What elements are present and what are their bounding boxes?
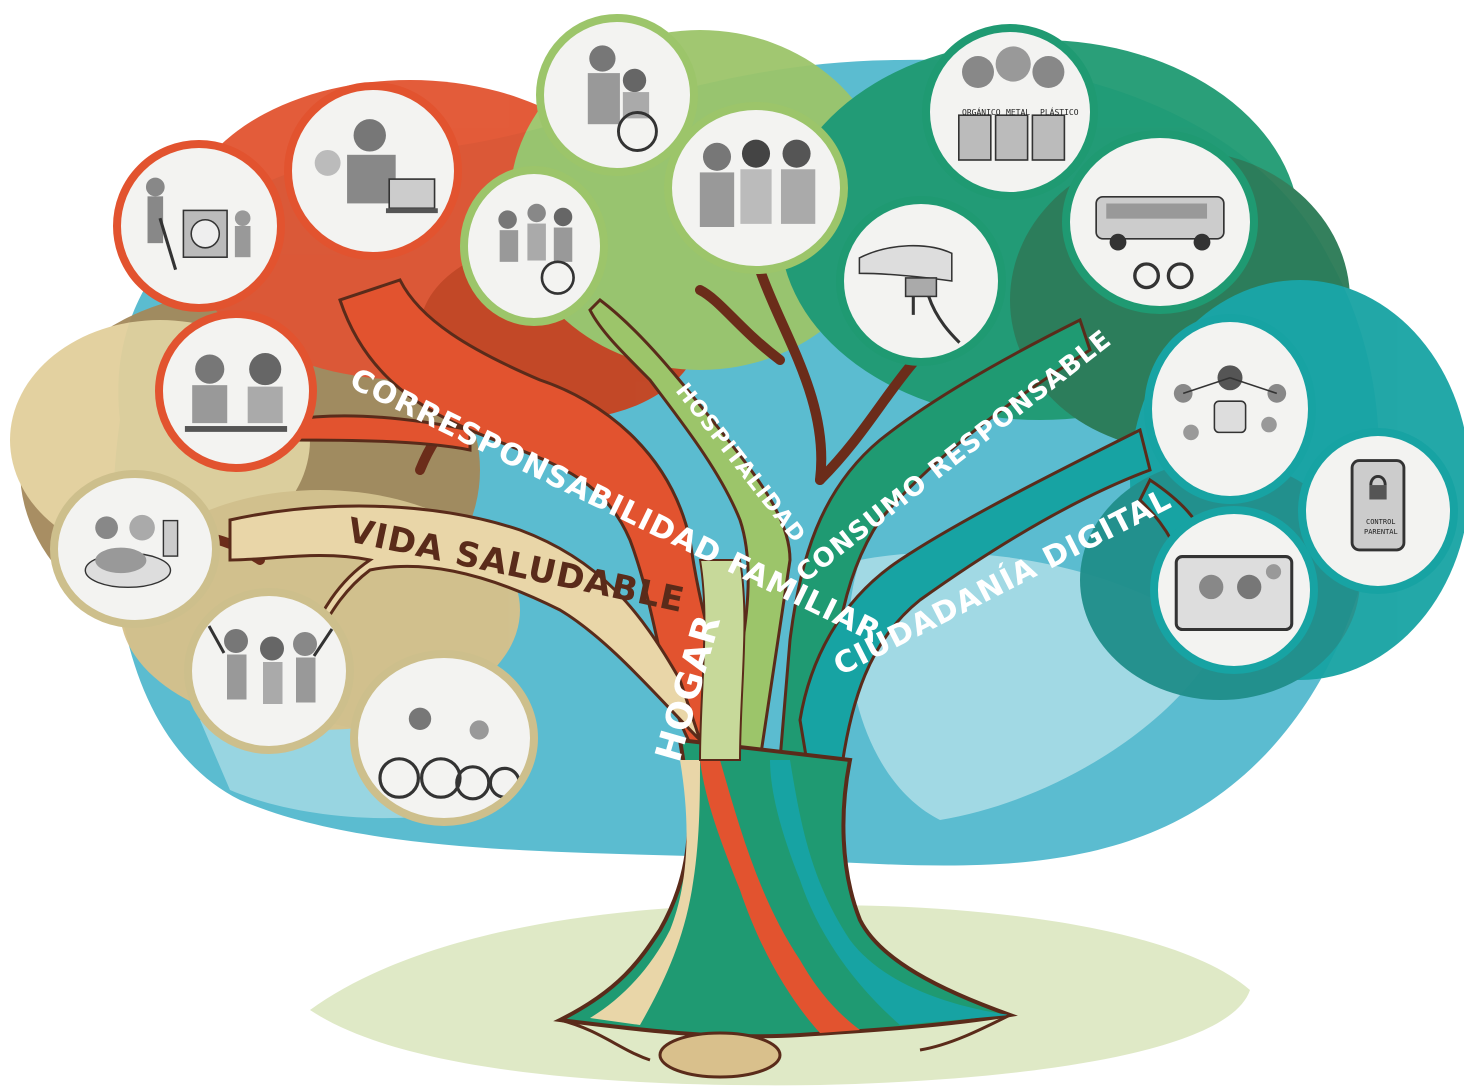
picture-recycling: ORGÁNICO METAL PLÁSTICO <box>922 24 1098 200</box>
exercise-group-icon <box>207 625 334 704</box>
phone-caption-line2: PARENTAL <box>1364 528 1398 536</box>
parental-control-phone-icon <box>1350 459 1406 552</box>
couple-studying-icon <box>184 353 288 432</box>
picture-family-cycling <box>350 650 538 826</box>
trunk-shape <box>553 737 1018 1039</box>
bin-label-organico: ORGÁNICO <box>962 108 1001 117</box>
trunk-hospitalidad-stripe <box>698 559 746 761</box>
picture-couple-studying <box>155 310 317 472</box>
parent-baby-laptop-icon <box>314 119 438 214</box>
bin-label-metal: METAL <box>1006 108 1031 117</box>
family-cycling-icon <box>378 707 521 801</box>
picture-digital-network <box>1144 314 1316 504</box>
picture-parent-baby-laptop <box>284 82 462 260</box>
trunk-digital-stripe <box>770 760 1010 1025</box>
trunk-familiar-stripe <box>700 760 860 1033</box>
household-chores-icon <box>145 177 251 271</box>
closing-tap-icon <box>858 245 961 344</box>
video-call-tablet-icon <box>1174 555 1294 632</box>
branch-saludable-shape <box>228 504 702 742</box>
picture-exercise-group <box>184 588 354 754</box>
picture-healthy-food <box>50 470 220 628</box>
bus-bicycle-icon <box>1095 195 1225 290</box>
picture-family-wheelchair <box>460 166 608 326</box>
caregiver-wheelchair-icon <box>587 45 658 152</box>
family-wheelchair-icon <box>498 203 575 295</box>
picture-video-call <box>1150 506 1318 674</box>
digital-network-icon <box>1173 365 1287 441</box>
bin-label-plastico: PLÁSTICO <box>1040 108 1079 117</box>
greeting-neighbors-icon <box>699 139 816 227</box>
picture-closing-tap <box>836 196 1006 366</box>
recycling-bins-icon <box>958 46 1066 161</box>
picture-greeting-neighbors <box>664 102 848 274</box>
phone-caption-line1: CONTROL <box>1366 518 1396 526</box>
healthy-food-icon <box>84 514 179 589</box>
picture-parental-control: CONTROL PARENTAL <box>1298 428 1458 594</box>
picture-caregiver-wheelchair <box>536 14 698 176</box>
picture-bus-bicycle <box>1062 130 1258 314</box>
trunk-saludable-stripe <box>590 760 700 1025</box>
roots <box>559 1013 1011 1079</box>
picture-household-chores <box>113 140 285 312</box>
